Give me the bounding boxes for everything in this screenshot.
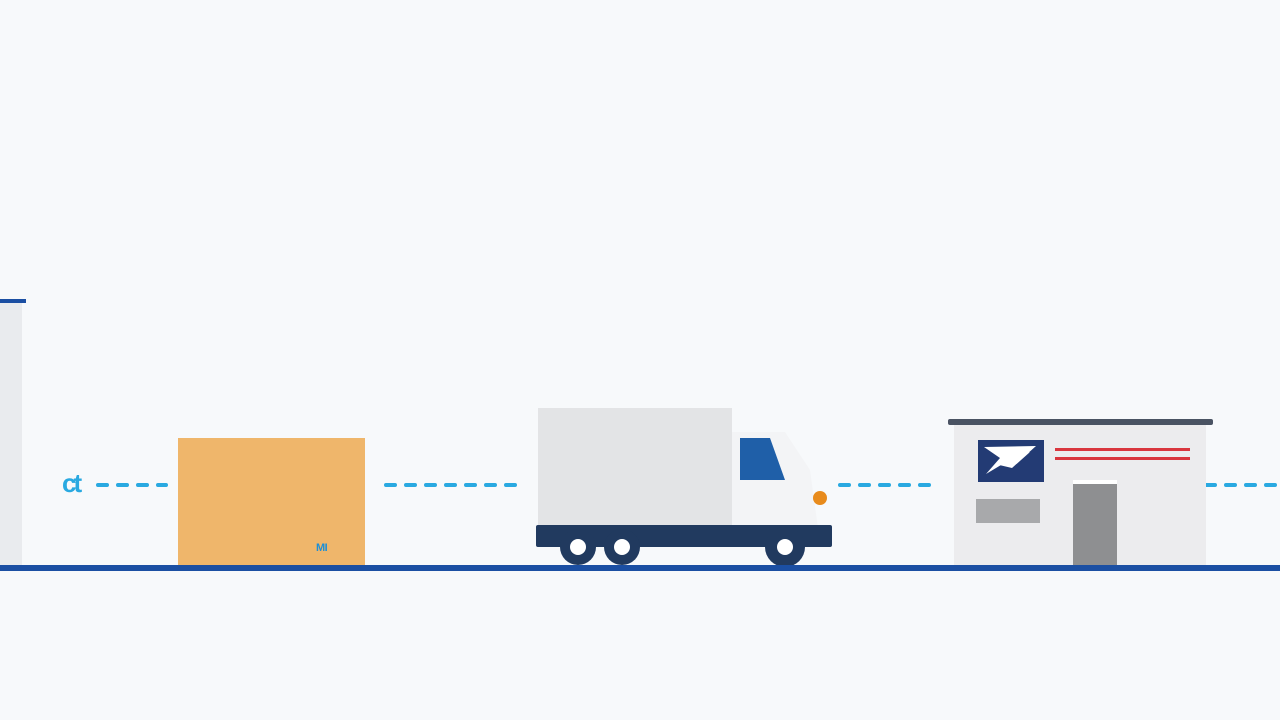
delivery-truck-icon	[536, 408, 832, 567]
ground-line	[0, 565, 1280, 571]
warehouse-icon	[0, 299, 26, 565]
route-start-glyph: ct	[62, 468, 82, 498]
post-office-door	[1073, 483, 1117, 565]
truck-window	[740, 438, 785, 480]
truck-cargo-box	[538, 408, 732, 525]
post-office-stripe-1	[1055, 448, 1190, 451]
package-icon	[178, 438, 365, 565]
post-office-icon	[948, 419, 1213, 565]
post-office-stripe-2	[1055, 457, 1190, 460]
truck-headlight	[813, 491, 827, 505]
package-label: MI	[316, 542, 328, 554]
post-office-roof	[948, 419, 1213, 425]
post-office-window	[976, 499, 1040, 523]
eagle-logo-icon	[978, 440, 1044, 482]
